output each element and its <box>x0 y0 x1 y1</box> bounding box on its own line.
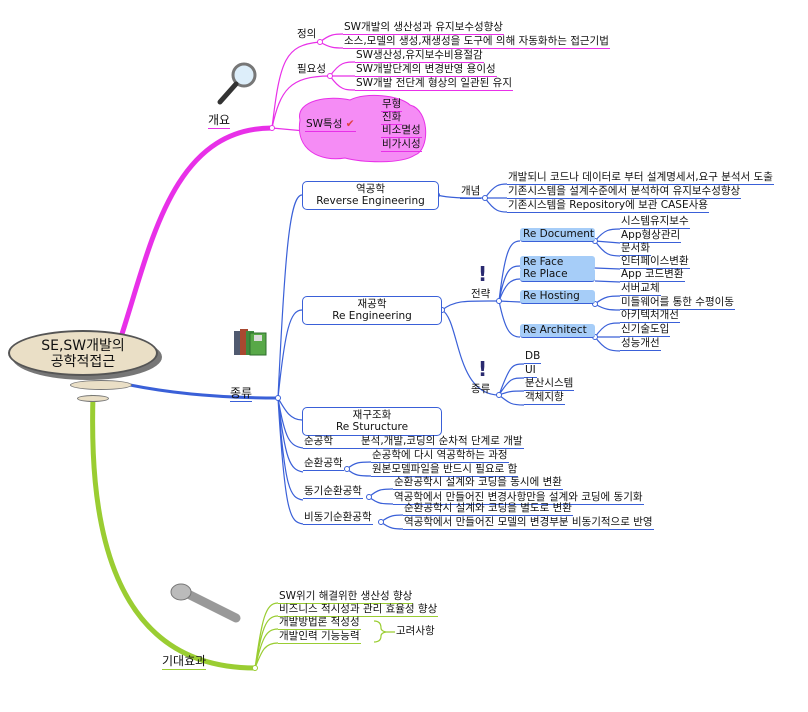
strategy-item[interactable]: App 코드변환 <box>620 268 685 282</box>
necessity-item[interactable]: SW개발단계의 변경반영 용이성 <box>355 63 497 77</box>
concept-node[interactable]: 개념 <box>460 185 482 199</box>
trait-item[interactable]: 진화 <box>381 111 403 125</box>
sync-item[interactable]: 순환공학시 설계와 코딩을 동시에 변환 <box>393 476 563 490</box>
necessity-item[interactable]: SW개발 전단계 형상의 일관된 유지 <box>355 77 513 91</box>
strategy-item[interactable]: 시스템유지보수 <box>620 215 690 229</box>
kind-item[interactable]: DB <box>524 350 542 364</box>
trait-item[interactable]: 비소멸성 <box>381 124 422 138</box>
branch-effects[interactable]: 기대효과 <box>162 654 207 670</box>
definition-item[interactable]: SW개발의 생산성과 유지보수성향상 <box>343 21 504 35</box>
box-title: 재공학 <box>357 298 387 310</box>
books-icon <box>232 327 268 362</box>
exclamation-icon: ! <box>478 262 488 286</box>
box-subtitle: Reverse Engineering <box>316 195 425 207</box>
kind-item[interactable]: 분산시스템 <box>524 377 575 391</box>
microphone-icon <box>168 582 243 630</box>
necessity-node[interactable]: 필요성 <box>297 63 326 75</box>
strategy-item[interactable]: 신기술도입 <box>620 323 671 337</box>
strategy-re-architect[interactable]: Re Architect <box>520 324 595 338</box>
callout-tail <box>70 380 132 390</box>
traits-label: SW특성 <box>306 118 343 130</box>
strategy-item[interactable]: 문서화 <box>620 242 651 256</box>
strategy-re-hosting[interactable]: Re Hosting <box>520 290 595 304</box>
kind-node[interactable]: 종류 <box>471 383 491 395</box>
strategy-re-place[interactable]: Re Place <box>520 268 595 282</box>
forward-item[interactable]: 분석,개발,코딩의 순차적 단계로 개발 <box>360 435 524 449</box>
forward-node[interactable]: 순공학 <box>303 435 360 449</box>
trait-item[interactable]: 무형 <box>381 98 403 112</box>
strategy-re-document[interactable]: Re Document <box>520 228 595 242</box>
roundtrip-item[interactable]: 원본모델파일을 반드시 필요로 함 <box>371 463 519 477</box>
concept-item[interactable]: 기존시스템을 설계수준에서 분석하여 유지보수성향상 <box>507 185 742 199</box>
effect-item[interactable]: 개발방법론 적성성 <box>278 616 361 630</box>
box-subtitle: Re Sturucture <box>335 421 409 433</box>
strategy-item[interactable]: 서버교체 <box>620 282 661 296</box>
box-subtitle: Re Engineering <box>332 310 412 322</box>
trait-item[interactable]: 비가시성 <box>381 138 422 152</box>
callout-tail-small <box>77 395 109 402</box>
box-title: 재구조화 <box>352 409 392 421</box>
async-item[interactable]: 순환공학시 설계와 코딩을 별도로 변환 <box>403 502 573 516</box>
kind-item[interactable]: UI <box>524 364 537 378</box>
sync-item[interactable]: 역공학에서 만들어진 변경사항만을 설계와 코딩에 동기화 <box>393 491 644 505</box>
kind-item[interactable]: 객체지향 <box>524 391 565 405</box>
roundtrip-item[interactable]: 순공학에 다시 역공학하는 과정 <box>371 449 509 463</box>
exclamation-icon: ! <box>478 357 488 381</box>
effect-item[interactable]: SW위기 해결위한 생산성 향상 <box>278 590 414 604</box>
central-line1: SE,SW개발의 <box>41 338 125 354</box>
effect-item[interactable]: 비즈니스 적시성과 관리 효율성 향상 <box>278 603 439 617</box>
strategy-item[interactable]: 성능개선 <box>620 337 661 351</box>
strategy-item[interactable]: App형상관리 <box>620 229 682 243</box>
roundtrip-node[interactable]: 순환공학 <box>303 457 344 471</box>
strategy-item[interactable]: 미들웨어를 통한 수평이동 <box>620 296 735 310</box>
box-title: 역공학 <box>356 183 385 195</box>
concept-item[interactable]: 개발되니 코드나 데이터로 부터 설계명세서,요구 분석서 도출 <box>507 171 774 185</box>
magnifier-icon <box>214 58 264 111</box>
strategy-item[interactable]: 인터페이스변환 <box>620 255 690 269</box>
central-line2: 공학적접근 <box>50 354 116 370</box>
branch-types[interactable]: 종류 <box>230 386 253 402</box>
traits-node[interactable]: SW특성 ✔ <box>305 118 356 132</box>
definition-node[interactable]: 정의 <box>297 28 317 40</box>
concept-item[interactable]: 기존시스템을 Repository에 보관 CASE사용 <box>507 199 709 213</box>
branch-overview[interactable]: 개요 <box>208 113 231 129</box>
sync-node[interactable]: 동기순환공학 <box>303 485 363 499</box>
definition-item[interactable]: 소스,모델의 생성,재생성을 도구에 의해 자동화하는 접근기법 <box>343 35 610 49</box>
async-item[interactable]: 역공학에서 만들어진 모델의 변경부분 비동기적으로 반영 <box>403 516 654 530</box>
async-node[interactable]: 비동기순환공학 <box>303 511 373 525</box>
necessity-item[interactable]: SW생산성,유지보수비용절감 <box>355 49 484 63</box>
checkmark-icon: ✔ <box>345 118 355 130</box>
traits-cloud <box>298 95 427 163</box>
strategy-node[interactable]: 전략 <box>471 288 491 300</box>
effect-item[interactable]: 개발인력 기능능력 <box>278 630 361 644</box>
strategy-item[interactable]: 아키텍처개선 <box>620 309 680 323</box>
strategy-re-face[interactable]: Re Face <box>520 256 595 270</box>
considerations-label[interactable]: 고려사항 <box>396 625 435 637</box>
